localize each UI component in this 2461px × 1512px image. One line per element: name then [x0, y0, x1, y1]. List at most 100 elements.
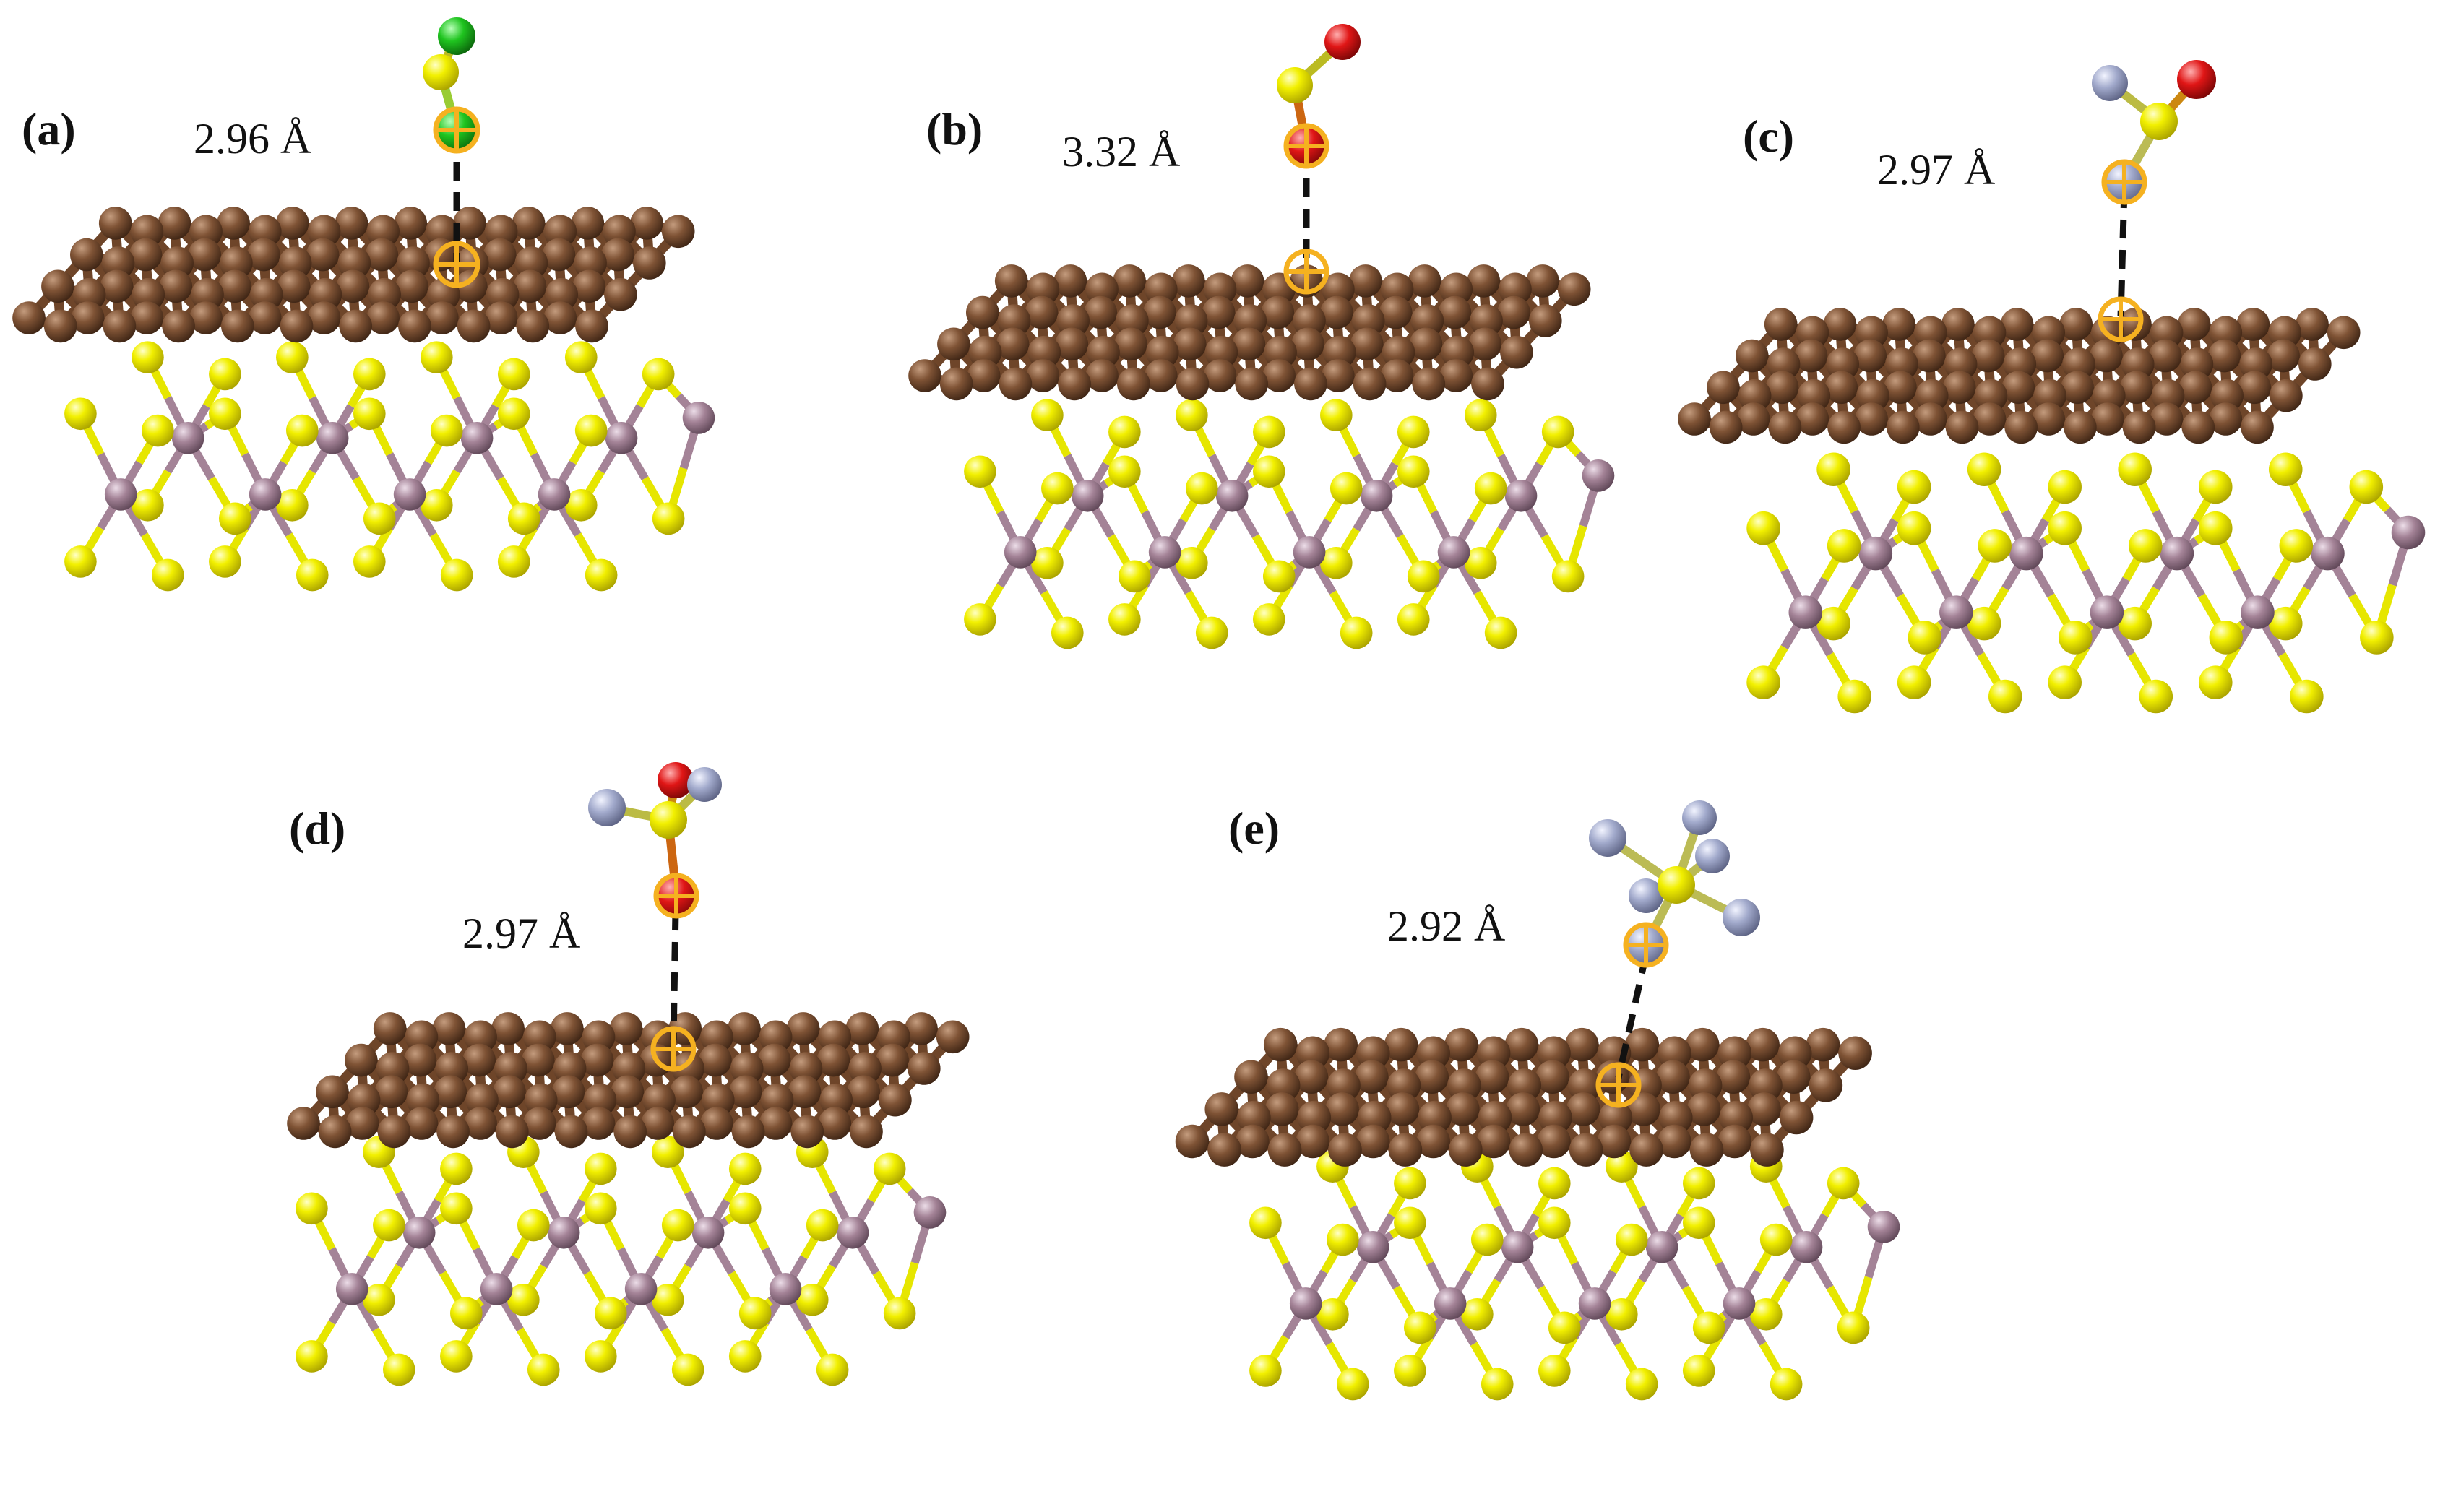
carbon-atom	[1353, 367, 1387, 401]
carbon-atom	[601, 238, 634, 272]
carbon-atom	[71, 301, 105, 334]
sulfur-atom	[650, 801, 687, 839]
carbon-atom	[465, 1083, 499, 1117]
carbon-atom	[1688, 1068, 1723, 1102]
sulfur-atom	[1340, 616, 1373, 649]
carbon-atom	[1297, 1100, 1332, 1135]
sulfur-atom	[1897, 511, 1931, 545]
carbon-atom	[2150, 402, 2184, 436]
carbon-atom	[2298, 347, 2332, 381]
carbon-atom	[221, 309, 254, 343]
carbon-atom	[249, 215, 282, 249]
carbon-atom	[700, 1020, 733, 1054]
carbon-atom	[670, 1075, 703, 1109]
carbon-atom	[1350, 327, 1384, 361]
carbon-atom	[2177, 308, 2211, 341]
carbon-atom	[514, 246, 548, 280]
sulfur-atom	[1329, 472, 1363, 505]
carbon-atom	[394, 207, 427, 240]
carbon-atom	[613, 1115, 647, 1149]
sulfur-atom	[1692, 1311, 1725, 1344]
carbon-atom	[1234, 1060, 1268, 1094]
sulfur-atom	[1897, 665, 1931, 699]
sulfur-atom	[1041, 472, 1074, 505]
molybdenum-atom	[836, 1216, 869, 1249]
carbon-atom	[406, 1083, 440, 1117]
molybdenum-atom	[2391, 515, 2426, 550]
carbon-atom	[1388, 1133, 1423, 1167]
carbon-atom	[572, 269, 605, 303]
sulfur-atom	[497, 545, 530, 578]
carbon-atom	[1026, 272, 1060, 306]
carbon-atom	[1500, 335, 1533, 369]
carbon-atom	[1416, 1036, 1450, 1071]
sulfur-atom	[2209, 621, 2244, 655]
carbon-atom	[1597, 1124, 1632, 1159]
carbon-atom	[1323, 335, 1356, 369]
carbon-atom	[1447, 1068, 1481, 1102]
carbon-atom	[936, 1020, 970, 1054]
bond-marker	[2101, 159, 2147, 205]
fluorine-atom	[1629, 878, 1663, 913]
carbon-atom	[1233, 304, 1267, 337]
sulfur-atom	[1195, 616, 1228, 649]
carbon-atom	[582, 1020, 616, 1054]
carbon-atom	[2090, 339, 2123, 373]
carbon-atom	[2091, 402, 2124, 436]
sulfur-atom	[1262, 560, 1296, 593]
oxygen-atom	[1324, 24, 1361, 60]
bond-marker	[1595, 1062, 1642, 1108]
carbon-atom	[1471, 367, 1504, 401]
carbon-atom	[1053, 264, 1087, 298]
sulfur-atom	[353, 358, 386, 391]
molybdenum-atom	[691, 1216, 725, 1249]
sulfur-atom	[806, 1209, 839, 1242]
sulfur-atom	[728, 1192, 762, 1225]
carbon-atom	[1509, 1133, 1543, 1167]
sulfur-atom	[1397, 415, 1430, 449]
carbon-atom	[1824, 371, 1858, 405]
carbon-atom	[1294, 367, 1327, 401]
carbon-atom	[1355, 1060, 1389, 1094]
sulfur-atom	[1464, 546, 1497, 579]
carbon-atom	[491, 1012, 525, 1045]
sulfur-atom	[1397, 455, 1430, 488]
carbon-atom	[2032, 316, 2065, 350]
sulfur-atom	[142, 414, 174, 447]
sulfur-atom	[1108, 455, 1141, 488]
sulfur-atom	[1967, 606, 2001, 641]
carbon-atom	[968, 335, 1002, 369]
sulfur-atom	[132, 341, 164, 373]
carbon-atom	[483, 238, 517, 272]
carbon-atom	[2000, 308, 2034, 341]
carbon-atom	[1537, 1036, 1571, 1071]
carbon-atom	[12, 301, 46, 334]
molybdenum-atom	[2160, 536, 2194, 571]
sulfur-atom	[1394, 1167, 1426, 1200]
carbon-atom	[462, 1043, 496, 1077]
carbon-atom	[1914, 402, 1947, 436]
sulfur-atom	[373, 1209, 405, 1242]
carbon-atom	[1204, 1092, 1239, 1126]
carbon-atom	[1173, 327, 1207, 361]
molybdenum-atom	[1939, 595, 1973, 629]
carbon-atom	[1973, 316, 2007, 350]
carbon-atom	[484, 215, 518, 249]
carbon-atom	[434, 1075, 467, 1109]
carbon-atom	[1719, 1100, 1753, 1135]
carbon-atom	[1202, 295, 1236, 329]
carbon-atom	[1324, 1027, 1358, 1062]
carbon-atom	[1385, 1092, 1420, 1126]
carbon-atom	[1356, 1036, 1390, 1071]
carbon-atom	[1499, 272, 1532, 306]
carbon-atom	[1379, 295, 1413, 329]
carbon-atom	[1264, 335, 1297, 369]
sulfur-atom	[2128, 529, 2163, 563]
carbon-atom	[1777, 1036, 1812, 1071]
carbon-atom	[189, 215, 223, 249]
sulfur-atom	[1746, 511, 1780, 545]
carbon-atom	[249, 277, 283, 311]
sulfur-atom	[440, 558, 473, 592]
carbon-atom	[1415, 1060, 1449, 1094]
carbon-atom	[1475, 1060, 1509, 1094]
